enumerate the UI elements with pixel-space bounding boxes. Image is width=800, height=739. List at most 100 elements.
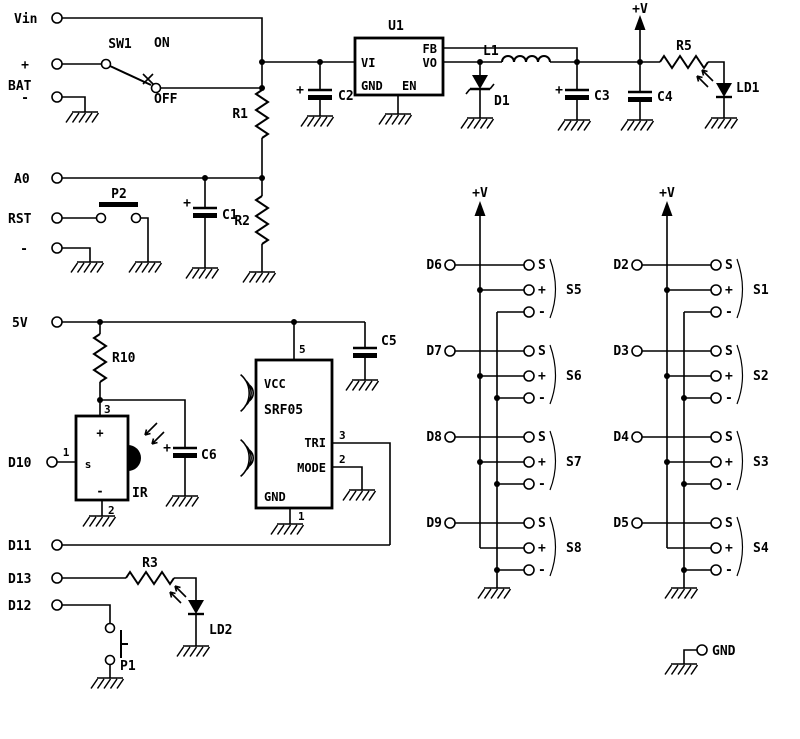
rst-pad xyxy=(51,212,63,224)
ground-symbol xyxy=(176,645,211,658)
terminal-d10: D10 xyxy=(8,456,58,471)
ground-symbol xyxy=(128,261,163,274)
ground-symbol xyxy=(345,379,380,392)
servo-name-label: S1 xyxy=(753,283,769,298)
pin-label-minus: - xyxy=(538,477,546,492)
sw1-label: SW1 xyxy=(108,37,132,52)
neg-pad xyxy=(51,242,63,254)
servo-connector-s7: D8 S + - S7 xyxy=(426,430,581,492)
r3-body xyxy=(125,570,175,586)
ir-sensor: + s - 3 1 2 IR xyxy=(63,403,165,517)
neg-label: - xyxy=(20,242,28,257)
d12-pad xyxy=(51,599,63,611)
vplus-label: +V xyxy=(659,186,675,201)
srf05-pin3-number: 3 xyxy=(339,429,346,442)
vplus-label: +V xyxy=(472,186,488,201)
led-ld1: LD1 xyxy=(696,69,760,99)
c3-plate-bottom xyxy=(565,95,589,100)
terminal-d9 xyxy=(444,517,456,529)
d11-label: D11 xyxy=(8,539,32,554)
wire-srf-tri xyxy=(332,442,391,545)
resistor-r2: R2 xyxy=(234,195,270,245)
servo-name-label: S8 xyxy=(566,541,582,556)
servo-pin-plus xyxy=(710,370,722,382)
l1-label: L1 xyxy=(483,44,499,59)
c1-plate-bottom xyxy=(193,213,217,218)
terminal-bat: + BAT - xyxy=(8,58,63,106)
d11-pad xyxy=(51,539,63,551)
srf05-label: SRF05 xyxy=(264,403,303,418)
d1-label: D1 xyxy=(494,94,510,109)
servo-right-rows xyxy=(642,264,711,571)
sw1-off-label: OFF xyxy=(154,92,178,107)
pin-label-plus: + xyxy=(725,541,733,556)
terminal-d13: D13 xyxy=(8,572,63,587)
ld2-triangle xyxy=(188,600,204,614)
rst-label: RST xyxy=(8,212,32,227)
terminal-gnd: GND xyxy=(696,644,736,659)
ground-symbol xyxy=(704,117,739,130)
terminal-d12: D12 xyxy=(8,599,63,614)
pin-label-minus: - xyxy=(538,563,546,578)
vin-label: Vin xyxy=(14,12,37,27)
resistor-r1: R1 xyxy=(232,89,270,139)
terminal-vin: Vin xyxy=(14,12,63,27)
servo-connector-s8: D9 S + - S8 xyxy=(426,516,581,578)
servo-pin-s xyxy=(523,259,535,271)
terminal-d11: D11 xyxy=(8,539,63,554)
servo-name-label: S7 xyxy=(566,455,582,470)
servo-pin-s xyxy=(523,517,535,529)
wire-d12-p1 xyxy=(62,604,111,678)
ld1-label: LD1 xyxy=(736,81,760,96)
servo-input-label: D4 xyxy=(613,430,629,445)
capacitor-c4: C4 xyxy=(628,90,673,105)
servo-pin-plus xyxy=(523,456,535,468)
ir-label: IR xyxy=(132,486,148,501)
ground-symbol xyxy=(477,587,512,600)
pin-label-plus: + xyxy=(538,541,546,556)
vplus-arrow-output: +V xyxy=(632,2,648,30)
switch-sw1: SW1 ON OFF xyxy=(100,36,178,107)
pin-label-plus: + xyxy=(725,455,733,470)
srf05-pin-tri: TRI xyxy=(304,436,326,450)
r10-label: R10 xyxy=(112,351,136,366)
wire-fb xyxy=(443,47,578,62)
ground-symbol xyxy=(342,489,377,502)
capacitor-c3: + C3 xyxy=(555,83,610,104)
servo-pin-plus xyxy=(710,456,722,468)
c2-plate-bottom xyxy=(308,95,332,100)
pin-label-minus: - xyxy=(725,477,733,492)
pin-label-plus: + xyxy=(538,369,546,384)
servo-pin-plus xyxy=(523,542,535,554)
wire-d13-ld2 xyxy=(62,577,197,646)
terminal-d8 xyxy=(444,431,456,443)
servo-input-label: D9 xyxy=(426,516,442,531)
ir-pin-plus: + xyxy=(96,426,103,440)
group-bracket xyxy=(736,516,744,577)
ir-pin3-number: 3 xyxy=(104,403,111,416)
terminal-neg: - xyxy=(20,242,63,257)
p1-contact xyxy=(104,622,116,634)
terminal-a0: A0 xyxy=(14,172,63,187)
servo-pin-plus xyxy=(523,370,535,382)
srf05-pin-vcc: VCC xyxy=(264,377,286,391)
switch-x-mark xyxy=(142,73,154,85)
servo-input-label: D3 xyxy=(613,344,629,359)
servo-connector-s6: D7 S + - S6 xyxy=(426,344,581,406)
pin-label-minus: - xyxy=(725,391,733,406)
d13-label: D13 xyxy=(8,572,31,587)
ld1-emission-arrows xyxy=(696,69,714,88)
pin-label-s: S xyxy=(538,516,546,531)
d10-pad xyxy=(46,456,58,468)
ground-symbol xyxy=(242,271,277,284)
servo-bank-right: +V D2 S + - S1 D3 S + - S2 xyxy=(613,186,768,659)
pushbutton-p1: P1 xyxy=(104,622,136,674)
servo-pin-s xyxy=(523,431,535,443)
terminal-d4 xyxy=(631,431,643,443)
u1-label: U1 xyxy=(388,19,404,34)
wire-divider-a0 xyxy=(62,138,263,272)
ground-symbol xyxy=(90,677,125,690)
servo-pin-plus xyxy=(710,284,722,296)
wires xyxy=(57,17,725,678)
